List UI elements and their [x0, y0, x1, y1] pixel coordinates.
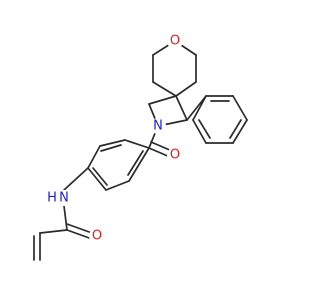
- bond: [150, 141, 173, 152]
- bond: [66, 229, 93, 240]
- atom-symbol: N: [59, 191, 69, 206]
- bond: [124, 139, 150, 149]
- atom-symbol: H: [47, 191, 57, 206]
- bond: [66, 223, 93, 234]
- atom-labels: O N O N H O: [47, 33, 183, 244]
- bond: [186, 95, 207, 121]
- bond: [128, 147, 150, 182]
- atom-symbol: O: [170, 148, 180, 163]
- bond: [175, 81, 197, 97]
- bond: [127, 150, 144, 176]
- bond: [148, 95, 177, 105]
- atom-symbol: N: [153, 119, 163, 134]
- azetidine-nitrogen-atom: N: [150, 118, 166, 134]
- molecule-diagram: O N O N H O: [33, 33, 248, 261]
- bond: [229, 119, 242, 139]
- carbonyl-oxygen-atom: O: [167, 147, 183, 163]
- phenyl-ring: [186, 95, 248, 144]
- acrylamide-chain: [33, 167, 93, 261]
- bond: [148, 147, 171, 158]
- atom-symbol: O: [92, 229, 102, 244]
- pyran-oxygen-atom: O: [167, 33, 183, 49]
- structure-svg: O N O N H O: [33, 33, 248, 261]
- bond: [100, 144, 122, 152]
- amide-nitrogen-atom: N H: [47, 190, 72, 206]
- tetrahydropyran-ring: [152, 40, 197, 97]
- bond: [87, 167, 107, 191]
- bond: [152, 81, 177, 97]
- bond: [99, 139, 126, 147]
- bond: [175, 95, 188, 121]
- bond: [87, 145, 101, 169]
- bond: [192, 95, 207, 121]
- bond: [39, 229, 68, 234]
- bond: [198, 119, 211, 139]
- bond: [105, 180, 130, 191]
- bond: [232, 119, 248, 144]
- bond: [63, 205, 68, 231]
- bond: [92, 167, 108, 186]
- bond: [192, 119, 207, 144]
- atom-symbol: O: [170, 34, 180, 49]
- amide-oxygen-atom: O: [89, 228, 105, 244]
- bond: [63, 167, 89, 191]
- benzene-ring: [87, 139, 150, 191]
- bond: [232, 95, 248, 121]
